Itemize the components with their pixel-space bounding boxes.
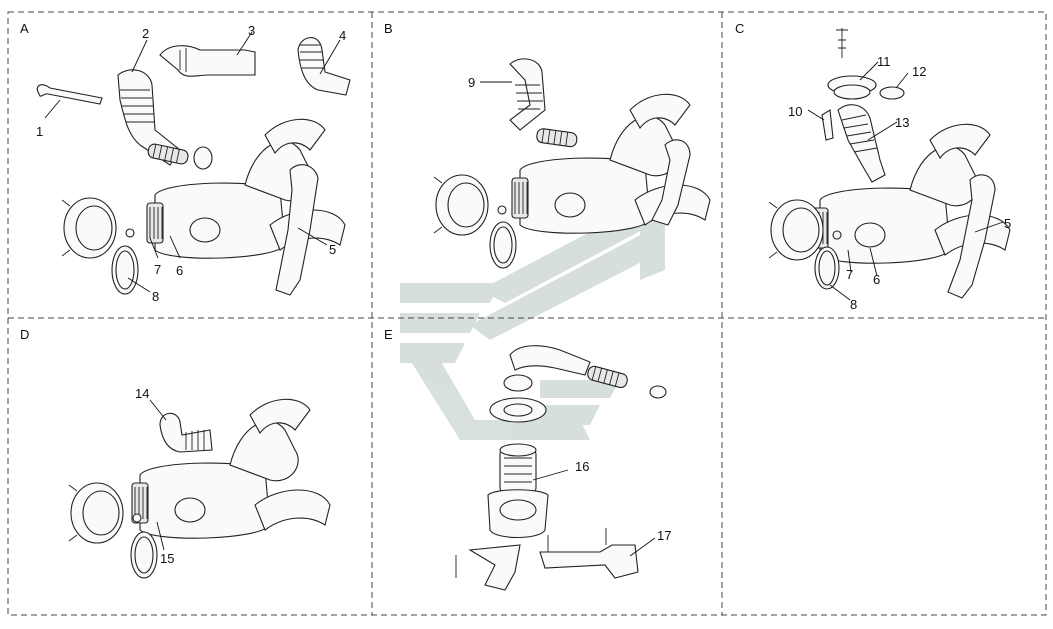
callout-c11: 11: [877, 54, 891, 69]
callout-b9: 9: [468, 75, 475, 90]
callout-c6: 6: [873, 272, 880, 287]
panel-a-drawing: [36, 31, 351, 296]
panel-e-drawing: [455, 345, 667, 591]
panel-label-c: C: [735, 21, 744, 36]
panel-label-a: A: [20, 21, 29, 36]
panel-label-e: E: [384, 327, 393, 342]
callout-a7: 7: [154, 262, 161, 277]
callout-a8: 8: [152, 289, 159, 304]
callout-e17: 17: [657, 528, 671, 543]
panel-label-d: D: [20, 327, 29, 342]
callout-c5: 5: [1004, 216, 1011, 231]
callout-a1: 1: [36, 124, 43, 139]
callout-a4: 4: [339, 28, 346, 43]
panel-d-drawing: [68, 398, 331, 579]
callout-c13: 13: [895, 115, 909, 130]
callout-c8: 8: [850, 297, 857, 312]
panel-frames: [7, 11, 1047, 616]
callout-c12: 12: [912, 64, 926, 79]
panel-c-drawing: [768, 28, 1011, 301]
callout-c10: 10: [788, 104, 802, 119]
callout-d15: 15: [160, 551, 174, 566]
panel-b-drawing: [433, 58, 711, 269]
callout-a5: 5: [329, 242, 336, 257]
callout-e16: 16: [575, 459, 589, 474]
callout-c7: 7: [846, 267, 853, 282]
callout-a2: 2: [142, 26, 149, 41]
panel-label-b: B: [384, 21, 393, 36]
callout-d14: 14: [135, 386, 149, 401]
callout-a6: 6: [176, 263, 183, 278]
callout-a3: 3: [248, 23, 255, 38]
